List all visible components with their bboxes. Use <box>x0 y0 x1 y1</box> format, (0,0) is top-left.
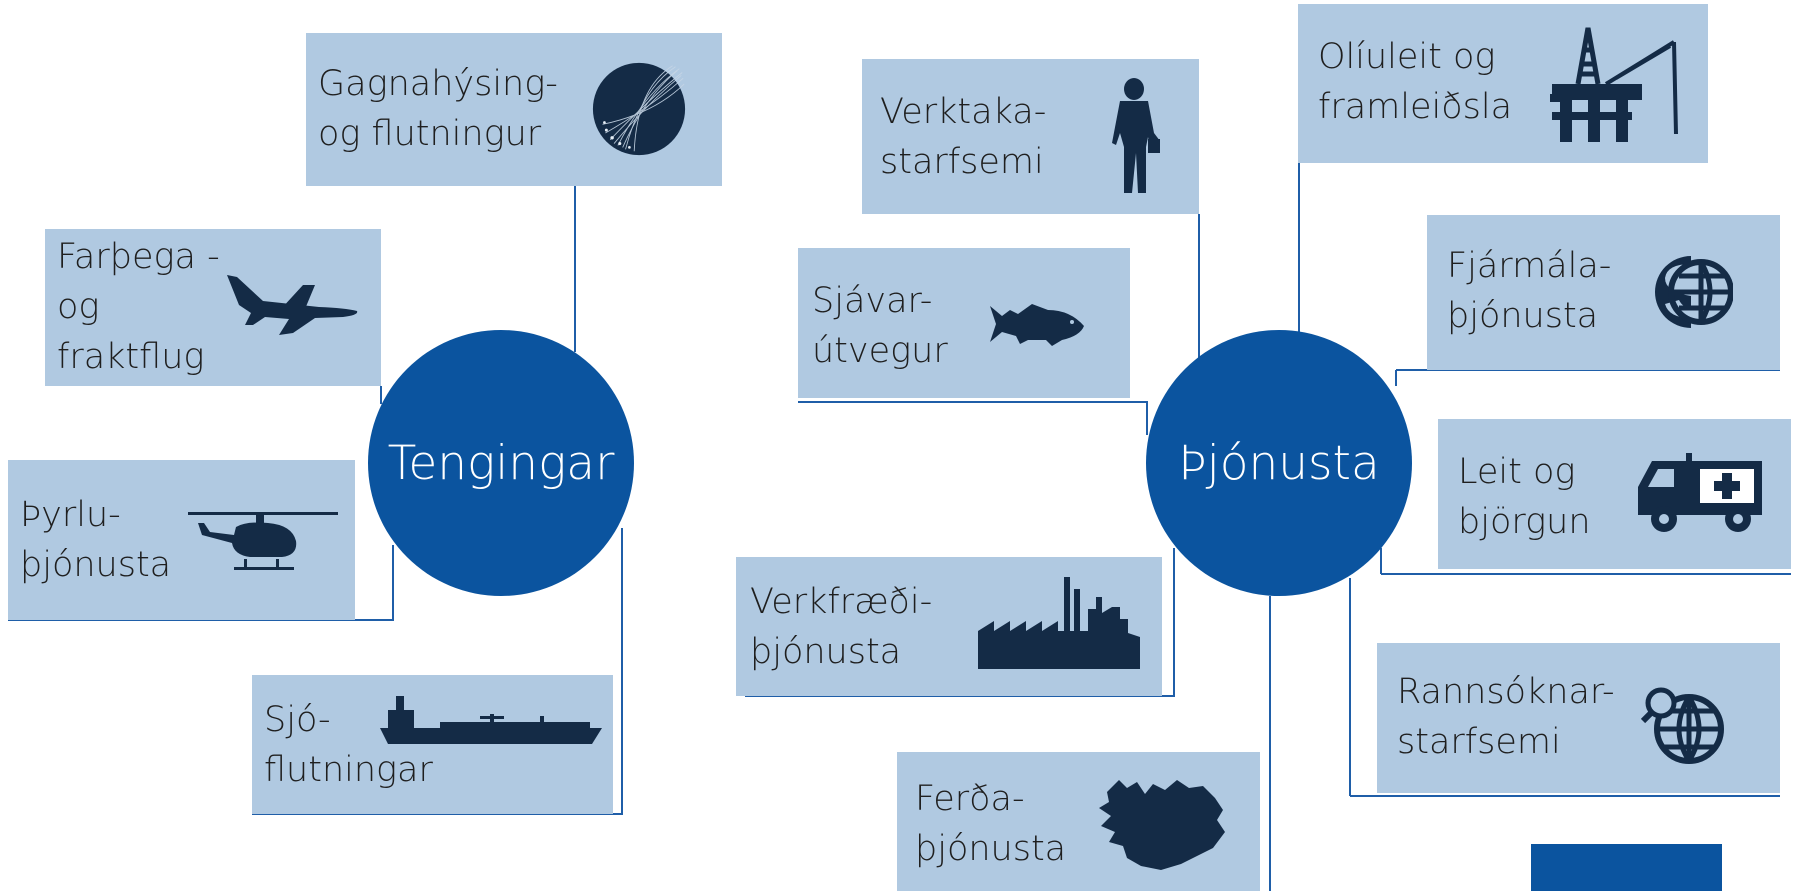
node-label: Sjó- flutningar <box>264 700 433 790</box>
node-oliuleit: Olíuleit og framleiðsla <box>1298 4 1708 163</box>
connector-thyrlu <box>8 545 394 621</box>
factory-icon <box>978 573 1140 669</box>
hub-thjonusta: Þjónusta <box>1146 330 1412 596</box>
node-label: Rannsóknar- starfsemi <box>1397 672 1615 762</box>
node-label: Sjávar- útvegur <box>812 281 948 371</box>
dollar-globe-icon <box>1653 252 1733 332</box>
helicopter-icon <box>188 505 338 577</box>
node-farthegaflug: Farþega - og fraktflug <box>45 229 381 386</box>
node-label: Farþega - og fraktflug <box>57 237 220 377</box>
node-label: Þyrlu- þjónusta <box>20 495 172 585</box>
node-label: Gagnahýsing- og flutningur <box>318 64 558 154</box>
globe-search-icon <box>1641 683 1725 767</box>
corner-block <box>1531 844 1722 891</box>
hub-tengingar: Tengingar <box>368 330 634 596</box>
node-thyrluthjonusta: Þyrlu- þjónusta <box>8 460 355 620</box>
node-label: Olíuleit og framleiðsla <box>1318 37 1513 127</box>
ambulance-icon <box>1638 453 1762 535</box>
connector-verkfraedi <box>745 548 1175 697</box>
node-fjarmalathjonusta: Fjármála- þjónusta <box>1427 215 1780 370</box>
connector-sjavarutvegur <box>798 401 1148 435</box>
tanker-ship-icon <box>380 690 602 748</box>
node-leit-og-bjorgun: Leit og björgun <box>1438 419 1791 569</box>
node-sjoflutningar: Sjó- flutningar <box>252 675 613 814</box>
node-verktakastarfsemi: Verktaka- starfsemi <box>862 59 1199 214</box>
hub-label: Tengingar <box>387 435 615 491</box>
iceland-map-icon <box>1093 774 1229 872</box>
oil-rig-icon <box>1550 24 1680 144</box>
fish-icon <box>988 300 1088 348</box>
worker-icon <box>1110 77 1162 195</box>
node-label: Ferða- þjónusta <box>915 779 1067 869</box>
node-ferdathjonusta: Ferða- þjónusta <box>897 752 1260 891</box>
node-label: Verktaka- starfsemi <box>880 92 1047 182</box>
node-gagnahysing: Gagnahýsing- og flutningur <box>306 33 722 186</box>
node-label: Verkfræði- þjónusta <box>750 582 933 672</box>
node-sjavarutvegur: Sjávar- útvegur <box>798 248 1130 398</box>
fiber-optic-icon <box>591 61 687 157</box>
airplane-icon <box>223 271 363 339</box>
node-verkfraedithjonusta: Verkfræði- þjónusta <box>736 557 1162 696</box>
node-label: Leit og björgun <box>1458 452 1591 542</box>
node-rannsoknarstarfsemi: Rannsóknar- starfsemi <box>1377 643 1780 793</box>
connector-sjoflutningar <box>252 528 623 815</box>
node-label: Fjármála- þjónusta <box>1447 246 1612 336</box>
hub-label: Þjónusta <box>1178 435 1380 491</box>
